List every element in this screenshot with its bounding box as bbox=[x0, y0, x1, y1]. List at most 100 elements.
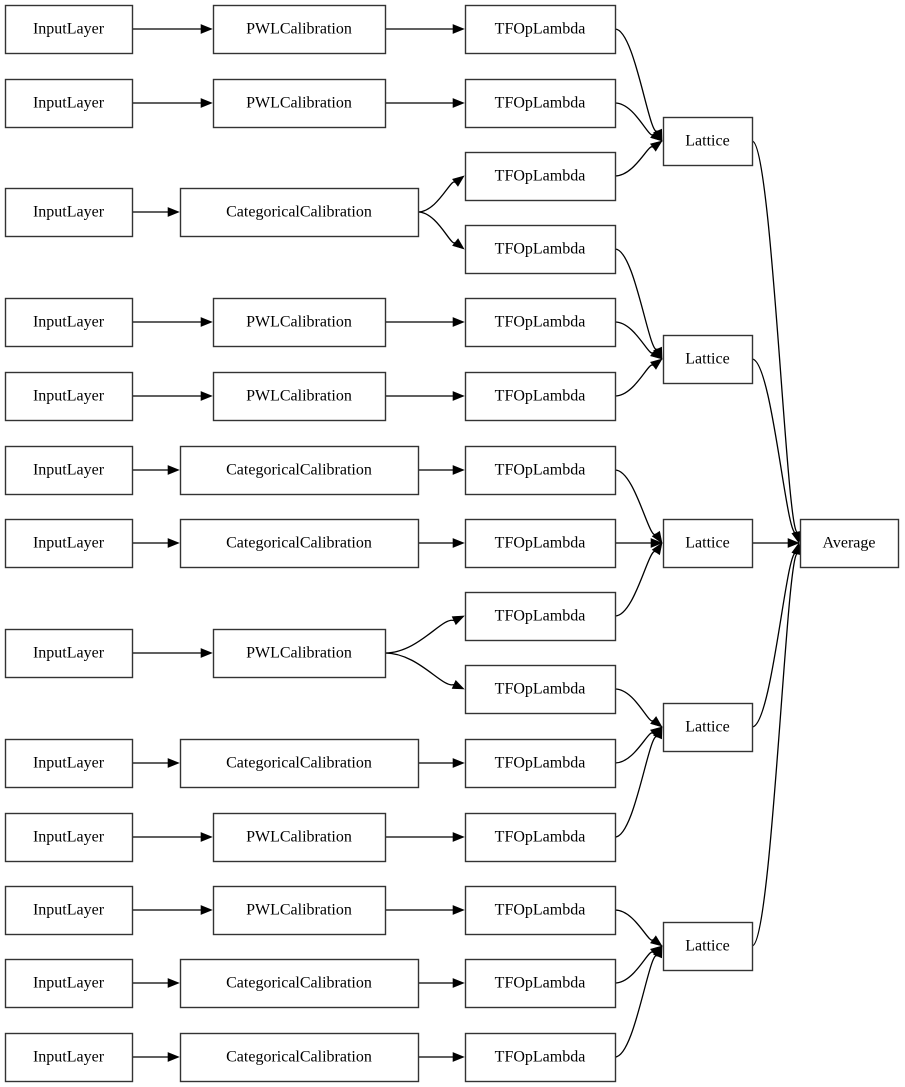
node-box[interactable] bbox=[4, 1032, 134, 1083]
node-box[interactable] bbox=[179, 518, 420, 569]
node-pwlcalibration[interactable]: PWLCalibration bbox=[212, 297, 387, 348]
node-categorical-calibration[interactable]: CategoricalCalibration bbox=[179, 958, 420, 1009]
node-box[interactable] bbox=[662, 702, 754, 753]
node-tfop-lambda[interactable]: TFOpLambda bbox=[464, 812, 617, 863]
node-tfop-lambda[interactable]: TFOpLambda bbox=[464, 224, 617, 275]
node-box[interactable] bbox=[464, 445, 617, 496]
node-pwlcalibration[interactable]: PWLCalibration bbox=[212, 4, 387, 55]
node-input-layer[interactable]: InputLayer bbox=[4, 371, 134, 422]
node-tfop-lambda[interactable]: TFOpLambda bbox=[464, 78, 617, 129]
node-pwlcalibration[interactable]: PWLCalibration bbox=[212, 78, 387, 129]
node-box[interactable] bbox=[4, 812, 134, 863]
node-tfop-lambda[interactable]: TFOpLambda bbox=[464, 591, 617, 642]
node-input-layer[interactable]: InputLayer bbox=[4, 297, 134, 348]
node-average[interactable]: Average bbox=[799, 518, 900, 569]
node-box[interactable] bbox=[464, 664, 617, 715]
node-box[interactable] bbox=[4, 445, 134, 496]
node-box[interactable] bbox=[662, 116, 754, 167]
node-tfop-lambda[interactable]: TFOpLambda bbox=[464, 664, 617, 715]
node-box[interactable] bbox=[4, 78, 134, 129]
node-box[interactable] bbox=[464, 151, 617, 202]
node-input-layer[interactable]: InputLayer bbox=[4, 885, 134, 936]
node-input-layer[interactable]: InputLayer bbox=[4, 78, 134, 129]
node-tfop-lambda[interactable]: TFOpLambda bbox=[464, 738, 617, 789]
node-box[interactable] bbox=[179, 1032, 420, 1083]
node-box[interactable] bbox=[464, 885, 617, 936]
arrowhead-icon bbox=[651, 542, 663, 556]
node-input-layer[interactable]: InputLayer bbox=[4, 445, 134, 496]
node-lattice[interactable]: Lattice bbox=[662, 334, 754, 385]
node-box[interactable] bbox=[4, 885, 134, 936]
node-input-layer[interactable]: InputLayer bbox=[4, 738, 134, 789]
node-box[interactable] bbox=[212, 371, 387, 422]
node-tfop-lambda[interactable]: TFOpLambda bbox=[464, 297, 617, 348]
node-box[interactable] bbox=[662, 921, 754, 972]
node-box[interactable] bbox=[212, 78, 387, 129]
node-box[interactable] bbox=[662, 518, 754, 569]
node-box[interactable] bbox=[4, 518, 134, 569]
arrowhead-icon bbox=[452, 538, 465, 548]
node-input-layer[interactable]: InputLayer bbox=[4, 518, 134, 569]
node-box[interactable] bbox=[212, 885, 387, 936]
node-box[interactable] bbox=[4, 4, 134, 55]
node-pwlcalibration[interactable]: PWLCalibration bbox=[212, 812, 387, 863]
node-box[interactable] bbox=[179, 445, 420, 496]
node-lattice[interactable]: Lattice bbox=[662, 702, 754, 753]
node-tfop-lambda[interactable]: TFOpLambda bbox=[464, 371, 617, 422]
edge-tfop-lambda-to-lattice bbox=[614, 140, 663, 177]
node-box[interactable] bbox=[212, 297, 387, 348]
node-categorical-calibration[interactable]: CategoricalCalibration bbox=[179, 445, 420, 496]
node-categorical-calibration[interactable]: CategoricalCalibration bbox=[179, 518, 420, 569]
node-tfop-lambda[interactable]: TFOpLambda bbox=[464, 151, 617, 202]
edge-line bbox=[417, 181, 456, 213]
node-input-layer[interactable]: InputLayer bbox=[4, 1032, 134, 1083]
node-box[interactable] bbox=[4, 297, 134, 348]
node-categorical-calibration[interactable]: CategoricalCalibration bbox=[179, 1032, 420, 1083]
node-tfop-lambda[interactable]: TFOpLambda bbox=[464, 518, 617, 569]
node-box[interactable] bbox=[4, 958, 134, 1009]
node-box[interactable] bbox=[799, 518, 900, 569]
node-lattice[interactable]: Lattice bbox=[662, 921, 754, 972]
node-box[interactable] bbox=[179, 187, 420, 238]
node-pwlcalibration[interactable]: PWLCalibration bbox=[212, 885, 387, 936]
node-tfop-lambda[interactable]: TFOpLambda bbox=[464, 1032, 617, 1083]
node-tfop-lambda[interactable]: TFOpLambda bbox=[464, 958, 617, 1009]
node-box[interactable] bbox=[179, 958, 420, 1009]
node-box[interactable] bbox=[464, 371, 617, 422]
node-input-layer[interactable]: InputLayer bbox=[4, 958, 134, 1009]
node-categorical-calibration[interactable]: CategoricalCalibration bbox=[179, 738, 420, 789]
node-pwlcalibration[interactable]: PWLCalibration bbox=[212, 628, 387, 679]
node-tfop-lambda[interactable]: TFOpLambda bbox=[464, 445, 617, 496]
node-lattice[interactable]: Lattice bbox=[662, 116, 754, 167]
node-pwlcalibration[interactable]: PWLCalibration bbox=[212, 371, 387, 422]
node-box[interactable] bbox=[4, 371, 134, 422]
node-box[interactable] bbox=[662, 334, 754, 385]
node-lattice[interactable]: Lattice bbox=[662, 518, 754, 569]
node-box[interactable] bbox=[464, 297, 617, 348]
node-box[interactable] bbox=[212, 812, 387, 863]
node-box[interactable] bbox=[464, 518, 617, 569]
node-box[interactable] bbox=[464, 78, 617, 129]
node-box[interactable] bbox=[212, 628, 387, 679]
node-input-layer[interactable]: InputLayer bbox=[4, 187, 134, 238]
node-box[interactable] bbox=[464, 1032, 617, 1083]
node-input-layer[interactable]: InputLayer bbox=[4, 812, 134, 863]
node-box[interactable] bbox=[464, 738, 617, 789]
node-box[interactable] bbox=[464, 958, 617, 1009]
arrowhead-icon bbox=[787, 538, 800, 548]
node-box[interactable] bbox=[212, 4, 387, 55]
node-box[interactable] bbox=[464, 812, 617, 863]
node-tfop-lambda[interactable]: TFOpLambda bbox=[464, 4, 617, 55]
node-box[interactable] bbox=[464, 224, 617, 275]
node-tfop-lambda[interactable]: TFOpLambda bbox=[464, 885, 617, 936]
node-box[interactable] bbox=[4, 738, 134, 789]
node-input-layer[interactable]: InputLayer bbox=[4, 628, 134, 679]
node-categorical-calibration[interactable]: CategoricalCalibration bbox=[179, 187, 420, 238]
node-box[interactable] bbox=[4, 187, 134, 238]
node-box[interactable] bbox=[4, 628, 134, 679]
node-box[interactable] bbox=[179, 738, 420, 789]
node-box[interactable] bbox=[464, 4, 617, 55]
node-box[interactable] bbox=[464, 591, 617, 642]
edge-tfop-lambda-to-lattice bbox=[614, 945, 663, 1058]
node-input-layer[interactable]: InputLayer bbox=[4, 4, 134, 55]
